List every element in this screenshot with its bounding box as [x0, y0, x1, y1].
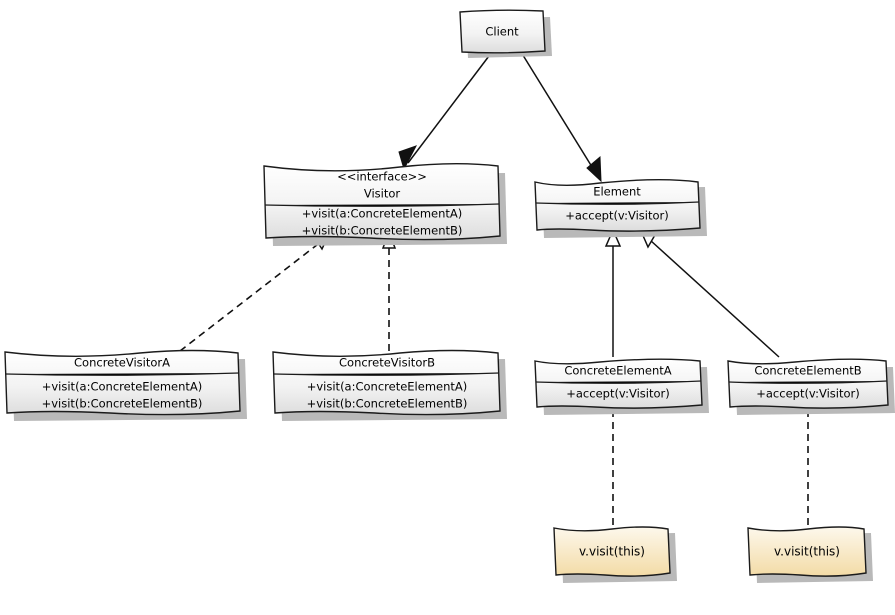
- cva-outline: [4, 349, 241, 416]
- visitor-member-0: +visit(a:ConcreteElementA): [302, 207, 463, 221]
- cea-separator: [535, 380, 702, 384]
- cva-separator: [5, 372, 240, 376]
- cvb-member-1: +visit(b:ConcreteElementB): [307, 397, 468, 411]
- cva-class-name: ConcreteVisitorA: [74, 356, 170, 370]
- visitor-class-name: Visitor: [364, 187, 401, 201]
- element-separator: [535, 201, 700, 205]
- class-box-concrete-visitor-a[interactable]: ConcreteVisitorA +visit(a:ConcreteElemen…: [4, 349, 247, 422]
- visitor-member-1: +visit(b:ConcreteElementB): [302, 224, 463, 238]
- note-box-b[interactable]: v.visit(this): [747, 526, 873, 583]
- client-outline: [459, 9, 546, 54]
- visitor-separator: [264, 203, 500, 207]
- visitor-outline: [263, 163, 501, 241]
- cva-member-1: +visit(b:ConcreteElementB): [42, 397, 203, 411]
- element-class-name: Element: [593, 185, 641, 199]
- element-outline: [534, 179, 701, 232]
- cvb-separator: [273, 372, 500, 376]
- element-member-0: +accept(v:Visitor): [565, 209, 669, 223]
- edge-concretevisitora-to-visitor: [179, 233, 331, 352]
- arrowhead-filled: [586, 155, 602, 183]
- edge-client-to-visitor: [398, 51, 493, 171]
- edge-concretevisitorb-to-visitor: [381, 229, 397, 351]
- arrowhead-filled: [398, 145, 418, 171]
- edge-client-to-element: [520, 51, 602, 183]
- cvb-outline: [272, 349, 501, 416]
- class-box-visitor[interactable]: <<interface>> Visitor +visit(a:ConcreteE…: [263, 163, 507, 246]
- class-box-concrete-element-b[interactable]: ConcreteElementB +accept(v:Visitor): [727, 358, 895, 415]
- ceb-member-0: +accept(v:Visitor): [756, 387, 860, 401]
- cvb-class-name: ConcreteVisitorB: [339, 356, 435, 370]
- client-class-name: Client: [485, 25, 519, 39]
- edge-concreteelementa-to-element: [604, 228, 622, 357]
- ceb-class-name: ConcreteElementB: [754, 364, 861, 378]
- class-box-element[interactable]: Element +accept(v:Visitor): [534, 179, 707, 238]
- note-b-text: v.visit(this): [774, 545, 840, 559]
- note-a-text: v.visit(this): [579, 545, 645, 559]
- note-box-a[interactable]: v.visit(this): [553, 526, 677, 583]
- class-box-concrete-visitor-b[interactable]: ConcreteVisitorB +visit(a:ConcreteElemen…: [272, 349, 507, 422]
- note-a-outline: [553, 526, 671, 577]
- cvb-member-0: +visit(a:ConcreteElementA): [307, 380, 468, 394]
- cea-class-name: ConcreteElementA: [564, 364, 671, 378]
- note-b-outline: [747, 526, 867, 577]
- class-box-concrete-element-a[interactable]: ConcreteElementA +accept(v:Visitor): [534, 358, 709, 415]
- arrowhead-hollow-triangle: [604, 228, 622, 247]
- visitor-stereotype: <<interface>>: [337, 170, 427, 184]
- edge-concreteelementb-to-element: [639, 229, 780, 358]
- class-box-client[interactable]: Client: [459, 9, 552, 58]
- ceb-separator: [728, 380, 888, 384]
- cva-member-0: +visit(a:ConcreteElementA): [42, 380, 203, 394]
- cea-member-0: +accept(v:Visitor): [566, 387, 670, 401]
